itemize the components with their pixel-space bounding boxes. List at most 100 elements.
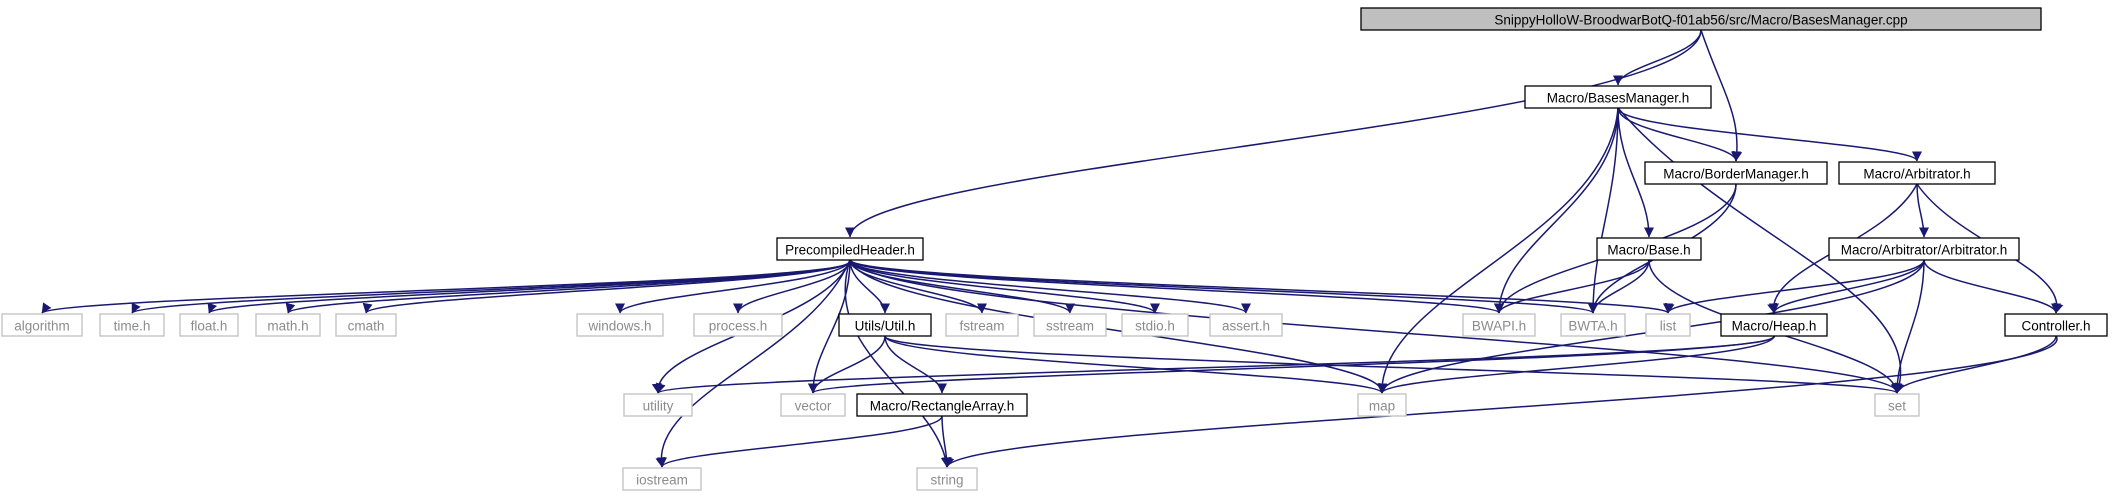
node-vector: vector xyxy=(780,393,846,417)
node-macro-bordermanager-h[interactable]: Macro/BorderManager.h xyxy=(1644,161,1828,185)
edge-utilh-to-rectarr xyxy=(884,335,947,394)
node-iostream: iostream xyxy=(622,467,702,491)
edge-arbarb-to-list xyxy=(1663,259,1925,314)
node-list: list xyxy=(1645,313,1691,337)
node-set: set xyxy=(1874,393,1920,417)
node-assert-h: assert.h xyxy=(1209,313,1283,337)
node-macro-arbitrator-arbitrator-h[interactable]: Macro/Arbitrator/Arbitrator.h xyxy=(1828,237,2020,261)
edge-arbarb-to-controller xyxy=(1923,259,2061,314)
node-label: Controller.h xyxy=(2021,319,2090,334)
edge-root-to-basesmanager_h xyxy=(1613,29,1702,86)
edge-basesmanager_h-to-arbitrator_h xyxy=(1617,107,1922,162)
edges xyxy=(41,29,2064,468)
node-controller-h[interactable]: Controller.h xyxy=(2004,313,2108,337)
edge-controller-to-set xyxy=(1892,335,2057,394)
node-box xyxy=(1720,313,1828,337)
node-float-h: float.h xyxy=(179,313,239,337)
node-label: stdio.h xyxy=(1135,319,1175,334)
edge-utilh-to-set xyxy=(884,335,1900,394)
node-precompiledheader-h[interactable]: PrecompiledHeader.h xyxy=(776,237,924,261)
edge-precompiled-to-bwta xyxy=(849,259,1598,314)
node-label: Macro/RectangleArray.h xyxy=(870,399,1015,414)
node-time-h: time.h xyxy=(99,313,165,337)
edge-precompiled-to-algorithm xyxy=(41,259,852,314)
node-box xyxy=(1360,7,2042,31)
node-box xyxy=(2004,313,2108,337)
edge-basesmanager_h-to-set xyxy=(1617,107,1905,394)
edge-utilh-to-map xyxy=(884,335,1387,394)
node-label: list xyxy=(1660,319,1677,334)
node-math-h: math.h xyxy=(255,313,321,337)
edge-precompiled-to-vector xyxy=(808,259,851,394)
node-fstream: fstream xyxy=(945,313,1019,337)
edge-root-to-bordermanager xyxy=(1700,29,1743,162)
node-box xyxy=(99,313,165,337)
node-algorithm: algorithm xyxy=(1,313,83,337)
node-label: cmath xyxy=(348,319,385,334)
edge-basesmanager_h-to-map xyxy=(1376,107,1619,394)
edge-precompiled-to-list xyxy=(849,259,1675,314)
node-label: Macro/BasesManager.h xyxy=(1547,91,1690,106)
node-box xyxy=(1596,237,1702,261)
node-box xyxy=(335,313,397,337)
node-macro-rectanglearray-h[interactable]: Macro/RectangleArray.h xyxy=(856,393,1028,417)
edge-precompiled-to-windows xyxy=(615,259,851,314)
node-process-h: process.h xyxy=(693,313,783,337)
node-sstream: sstream xyxy=(1033,313,1107,337)
edge-heap-to-vector xyxy=(808,335,1775,394)
edge-root-to-precompiled xyxy=(845,29,1702,238)
node-box xyxy=(945,313,1019,337)
edge-precompiled-to-time xyxy=(131,259,852,314)
node-label: Macro/Arbitrator.h xyxy=(1863,167,1970,182)
node-box xyxy=(856,393,1028,417)
node-box xyxy=(1209,313,1283,337)
node-label: Macro/BorderManager.h xyxy=(1663,167,1809,182)
node-label: algorithm xyxy=(14,319,70,334)
node-box xyxy=(1,313,83,337)
node-label: SnippyHolloW-BroodwarBotQ-f01ab56/src/Ma… xyxy=(1494,13,1907,28)
node-label: PrecompiledHeader.h xyxy=(785,243,915,258)
edge-precompiled-to-utilh xyxy=(849,259,890,314)
edge-precompiled-to-string xyxy=(844,259,951,468)
node-label: BWTA.h xyxy=(1568,319,1617,334)
node-string: string xyxy=(916,467,978,491)
node-macro-basesmanager-h[interactable]: Macro/BasesManager.h xyxy=(1524,85,1712,109)
node-box xyxy=(1121,313,1189,337)
edge-base_h-to-bwapi xyxy=(1494,259,1650,314)
edge-precompiled-to-set xyxy=(849,259,1904,394)
node-macro-heap-h[interactable]: Macro/Heap.h xyxy=(1720,313,1828,337)
node-stdio-h: stdio.h xyxy=(1121,313,1189,337)
node-macro-arbitrator-h[interactable]: Macro/Arbitrator.h xyxy=(1838,161,1996,185)
node-label: sstream xyxy=(1046,319,1094,334)
edge-basesmanager_h-to-bwapi xyxy=(1494,107,1619,314)
node-bwta-h: BWTA.h xyxy=(1560,313,1626,337)
node-label: vector xyxy=(795,399,832,414)
node-label: string xyxy=(930,473,963,488)
edge-basesmanager_h-to-bwta xyxy=(1588,107,1619,314)
node-box xyxy=(623,393,693,417)
node-label: Macro/Heap.h xyxy=(1732,319,1817,334)
node-snippyhollow-broodwarbotq-f01ab56-src-macro-basesmanager-cpp[interactable]: SnippyHolloW-BroodwarBotQ-f01ab56/src/Ma… xyxy=(1360,7,2042,31)
node-box xyxy=(1874,393,1920,417)
node-label: Macro/Arbitrator/Arbitrator.h xyxy=(1841,243,2008,258)
edge-rectarr-to-iostream xyxy=(657,415,943,468)
node-box xyxy=(179,313,239,337)
node-macro-base-h[interactable]: Macro/Base.h xyxy=(1596,237,1702,261)
edge-basesmanager_h-to-bordermanager xyxy=(1617,107,1741,162)
node-label: assert.h xyxy=(1222,319,1270,334)
node-box xyxy=(1462,313,1536,337)
node-box xyxy=(622,467,702,491)
node-box xyxy=(1524,85,1712,109)
node-box xyxy=(780,393,846,417)
node-box xyxy=(1645,313,1691,337)
node-box xyxy=(776,237,924,261)
edge-precompiled-to-iostream xyxy=(655,259,851,468)
node-label: time.h xyxy=(114,319,151,334)
node-label: float.h xyxy=(191,319,228,334)
node-label: iostream xyxy=(636,473,688,488)
edge-arbitrator_h-to-arbarb xyxy=(1916,183,1929,238)
edge-precompiled-to-stdio xyxy=(849,259,1160,314)
node-label: math.h xyxy=(267,319,308,334)
node-utils-util-h[interactable]: Utils/Util.h xyxy=(838,313,932,337)
